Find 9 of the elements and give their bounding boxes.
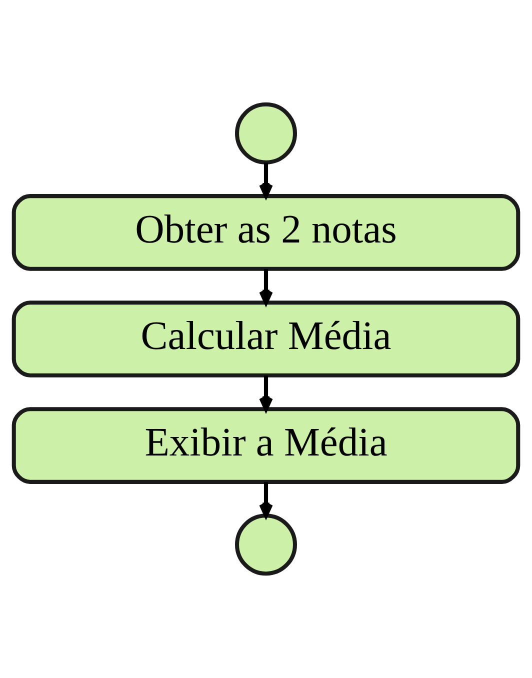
node-circle	[234, 514, 298, 576]
node-box: Exibir a Média	[12, 407, 520, 484]
node-circle	[234, 102, 298, 164]
arrow	[259, 268, 273, 305]
arrow	[259, 482, 273, 518]
node-box: Calcular Média	[12, 300, 520, 378]
arrow	[259, 376, 273, 412]
arrow	[259, 162, 273, 198]
node-box: Obter as 2 notas	[12, 194, 520, 271]
